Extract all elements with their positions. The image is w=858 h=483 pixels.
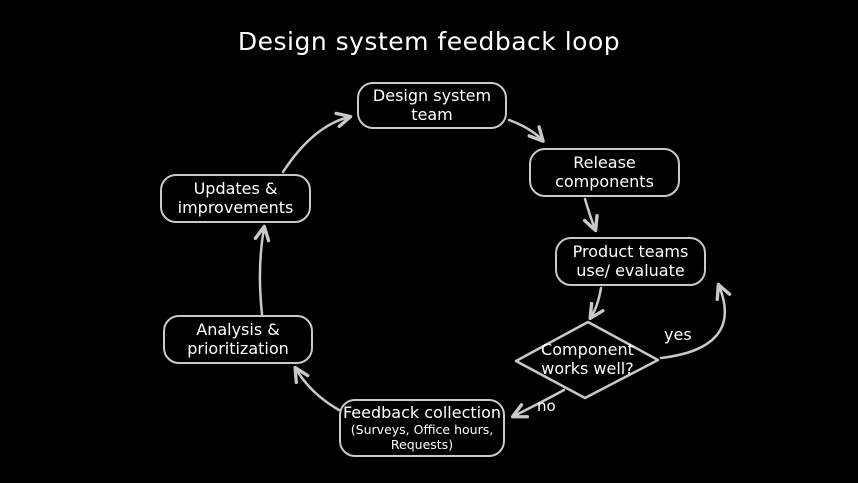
arrow-decision-yes-to-product-teams <box>659 282 732 360</box>
edge-label-yes: yes <box>664 325 692 344</box>
arrow-decision-no-to-feedback <box>510 388 566 419</box>
diagram-title: Design system feedback loop <box>237 27 621 56</box>
node-label: Design system <box>372 85 492 105</box>
arrow-design-team-to-release <box>507 118 545 143</box>
node-analysis-prioritization[interactable]: Analysis & prioritization <box>163 315 313 364</box>
node-design-system-team[interactable]: Design system team <box>357 82 507 129</box>
edge-label-no: no <box>537 397 556 415</box>
node-label: Feedback collection <box>342 402 502 422</box>
arrow-analysis-to-updates <box>253 224 271 316</box>
node-label: components <box>555 171 654 191</box>
node-label: Analysis & <box>196 319 280 339</box>
node-label: Product teams <box>572 241 689 261</box>
arrow-feedback-to-analysis <box>293 365 341 412</box>
node-sublabel: (Surveys, Office hours, <box>350 422 494 438</box>
node-label: Updates & <box>193 178 278 198</box>
arrow-product-teams-to-decision <box>588 286 605 321</box>
node-label: team <box>411 104 453 124</box>
arrow-release-to-product-teams <box>582 197 599 233</box>
node-release-components[interactable]: Release components <box>529 148 680 197</box>
node-updates-improvements[interactable]: Updates & improvements <box>160 174 311 223</box>
node-label: Release <box>573 152 636 172</box>
node-label: prioritization <box>187 338 289 358</box>
node-label: use/ evaluate <box>576 260 685 280</box>
node-label: improvements <box>177 197 294 217</box>
node-product-teams[interactable]: Product teams use/ evaluate <box>555 237 706 286</box>
decision-diamond[interactable] <box>514 320 660 400</box>
arrow-updates-to-design-team <box>281 111 353 174</box>
node-feedback-collection[interactable]: Feedback collection (Surveys, Office hou… <box>339 399 505 457</box>
node-sublabel: Requests) <box>390 437 454 453</box>
